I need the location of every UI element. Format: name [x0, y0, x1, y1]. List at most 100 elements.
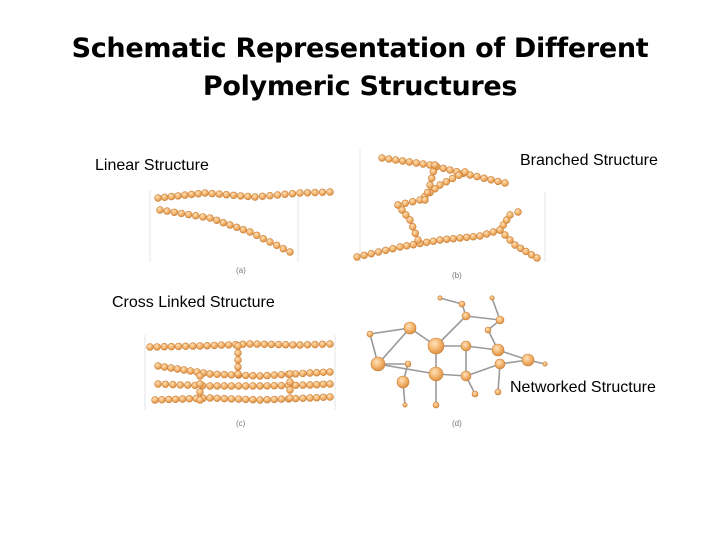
branched-chain-bead	[506, 236, 514, 244]
crosslink-chain-bead	[213, 370, 221, 378]
networked-structure-label: Networked Structure	[510, 379, 656, 396]
beads-layer	[146, 154, 548, 409]
cross-linked-structure-label: Cross Linked Structure	[112, 294, 275, 311]
crosslink-chain-bead	[186, 367, 195, 375]
branched-chain-bead	[487, 176, 495, 184]
crosslink-bridge-bead	[196, 372, 204, 380]
crosslink-chain-bead	[146, 343, 154, 351]
network-bond	[465, 363, 501, 377]
crosslink-chain-bead	[282, 341, 290, 349]
network-node	[494, 388, 502, 396]
network-node	[402, 402, 408, 408]
network-node	[428, 366, 444, 382]
branched-chain-bead	[476, 232, 484, 240]
linear-chain-bead	[281, 190, 289, 199]
crosslink-chain-bead	[274, 340, 283, 349]
linear-chain-bead	[201, 189, 209, 197]
crosslink-bridge-bead	[196, 388, 204, 396]
linear-structure-label: Linear Structure	[95, 157, 209, 174]
crosslink-chain-bead	[319, 380, 327, 388]
branched-chain-bead	[396, 243, 404, 251]
crosslink-chain-bead	[160, 343, 169, 351]
branched-chain-bead	[527, 251, 536, 259]
crosslink-chain-bead	[303, 341, 312, 349]
linear-chain-bead	[206, 214, 214, 222]
linear-chain-bead	[156, 206, 164, 214]
crosslink-chain-bead	[227, 371, 236, 379]
linear-chain-bead	[246, 228, 254, 236]
crosslink-chain-bead	[277, 371, 286, 379]
crosslink-chain-bead	[267, 340, 276, 349]
crosslink-bridge-bead	[234, 363, 242, 371]
branched-chain-bead	[496, 226, 504, 234]
branched-structure-label: Branched Structure	[520, 152, 658, 169]
crosslink-chain-bead	[180, 366, 188, 374]
linear-chain-bead	[258, 192, 267, 201]
linear-chain-bead	[251, 193, 259, 201]
branched-chain-bead	[533, 254, 541, 262]
network-bond	[369, 327, 411, 335]
crosslink-chain-bead	[260, 340, 268, 348]
crosslink-bridge-bead	[286, 386, 294, 394]
crosslink-chain-bead	[326, 393, 334, 401]
network-node	[460, 370, 472, 382]
crosslink-chain-bead	[153, 343, 161, 351]
network-node	[494, 358, 506, 370]
crosslink-chain-bead	[227, 382, 236, 390]
branched-chain-bead	[374, 248, 383, 256]
crosslink-chain-bead	[206, 370, 214, 378]
crosslink-chain-bead	[289, 341, 297, 349]
linear-chain-bead	[184, 210, 193, 219]
panel-frames	[144, 150, 546, 410]
crosslink-chain-bead	[169, 380, 177, 389]
branched-chain-bead	[398, 157, 407, 165]
crosslink-chain-bead	[213, 382, 221, 390]
linear-chain-bead	[213, 216, 221, 225]
branched-chain-bead	[409, 223, 417, 231]
crosslink-chain-bead	[326, 340, 334, 348]
crosslink-chain-bead	[167, 364, 175, 372]
branched-chain-bead	[367, 250, 375, 258]
branched-chain-bead	[392, 156, 400, 164]
linear-chain-bead	[174, 192, 182, 200]
branched-chain-bead	[436, 236, 444, 244]
branched-chain-bead	[461, 168, 469, 176]
network-node	[521, 353, 535, 367]
branched-chain-bead	[360, 251, 368, 260]
crosslink-bridge-bead	[286, 378, 294, 386]
crosslink-chain-bead	[292, 381, 300, 389]
branched-chain-bead	[385, 155, 393, 163]
crosslink-chain-bead	[263, 371, 271, 380]
linear-chain-bead	[244, 192, 252, 201]
branched-chain-bead	[455, 171, 463, 180]
network-node	[484, 326, 492, 334]
linear-chain-bead	[192, 212, 200, 220]
crosslink-chain-bead	[242, 382, 250, 390]
network-node	[404, 360, 412, 368]
branched-chain-bead	[456, 234, 464, 242]
branched-chain-bead	[421, 196, 429, 204]
linear-chain-bead	[273, 191, 282, 199]
linear-chain-bead	[194, 190, 203, 198]
branched-chain-bead	[501, 179, 509, 187]
crosslink-chain-bead	[242, 371, 250, 380]
branched-chain-bead	[448, 174, 457, 183]
crosslink-chain-bead	[296, 341, 304, 349]
crosslink-chain-bead	[196, 342, 204, 350]
network-node	[437, 295, 443, 301]
linear-chain-bead	[288, 190, 297, 198]
branched-chain-bead	[501, 231, 509, 239]
branched-chain-bead	[473, 172, 481, 181]
branched-chain-bead	[429, 168, 437, 176]
branched-chain-bead	[494, 177, 502, 186]
branched-chain-bead	[446, 166, 454, 174]
linear-chain-bead	[226, 221, 234, 229]
branched-chain-bead	[439, 164, 447, 173]
crosslink-chain-bead	[171, 395, 180, 403]
linear-chain-bead	[266, 238, 274, 246]
linear-chain-bead	[222, 191, 231, 199]
network-node	[471, 390, 479, 398]
network-bond	[439, 297, 463, 305]
panel-d-caption: (d)	[452, 419, 462, 428]
